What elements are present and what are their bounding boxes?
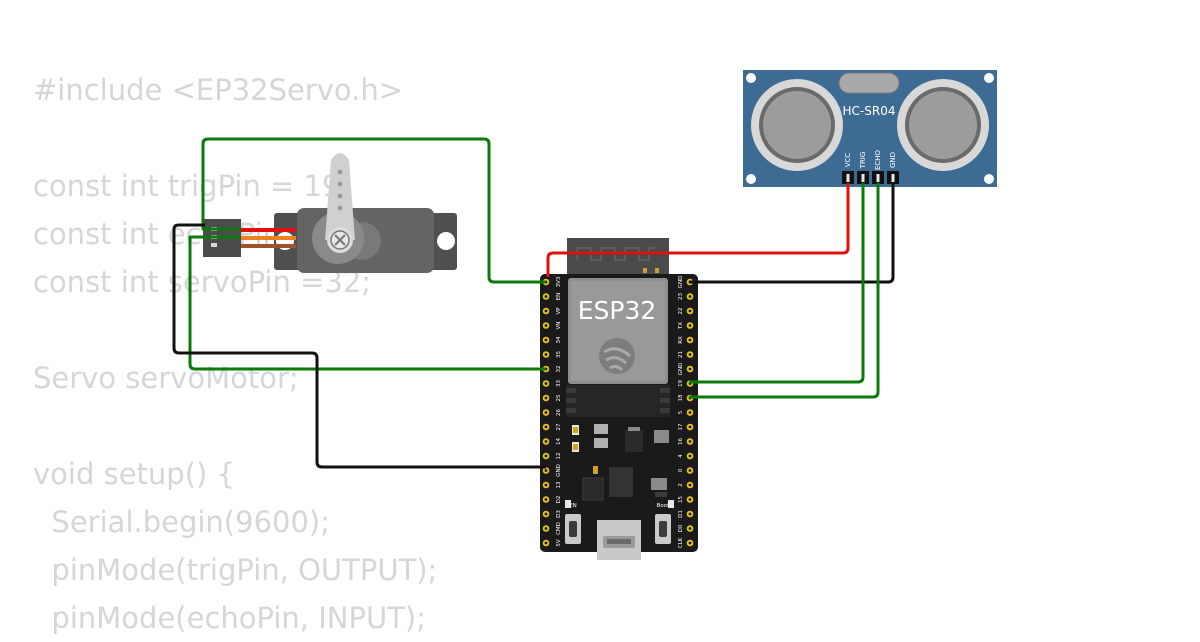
en-label: EN — [569, 503, 577, 509]
code-line: Serial.begin(9600); — [33, 505, 331, 539]
code-line: void setup() { — [33, 457, 235, 491]
code-line: pinMode(trigPin, OUTPUT); — [33, 553, 438, 587]
esp32-board[interactable]: ESP32 — [540, 238, 698, 560]
wire-echo[interactable] — [689, 183, 880, 399]
transmitter-icon — [751, 79, 843, 171]
esp32-pin-label: 13 — [556, 481, 562, 488]
boot-button[interactable] — [655, 514, 671, 544]
sensor-pin-label: GND — [889, 152, 897, 168]
esp32-pin-label: RX — [678, 336, 684, 344]
esp32-pin-label: 17 — [678, 423, 684, 430]
esp32-pin-label: 25 — [556, 394, 562, 401]
wire-trig[interactable] — [689, 183, 865, 384]
usb-connector-icon[interactable] — [597, 520, 641, 560]
esp32-pin-label: 5V — [556, 539, 562, 546]
esp32-pin-label: CLK — [678, 537, 684, 548]
code-editor-text: #include <EP32Servo.h> const int trigPin… — [33, 66, 437, 642]
esp32-pin-label: 5 — [678, 410, 684, 414]
esp32-pin-label: 12 — [556, 453, 562, 460]
esp32-pin-label: 15 — [678, 496, 684, 503]
esp32-pin-label: 32 — [556, 366, 562, 373]
esp32-pin-label: D0 — [678, 524, 684, 532]
sensor-pin-label: VCC — [844, 153, 852, 168]
wire-gnd-sensor[interactable] — [689, 183, 895, 284]
esp32-pin-label: EN — [556, 293, 562, 301]
espressif-logo-icon — [599, 338, 635, 374]
sensor-pin-label: TRIG — [859, 152, 867, 170]
esp32-pin-label: D3 — [556, 510, 562, 518]
sensor-pin-label: ECHO — [874, 149, 882, 170]
code-line: const int servoPin =32; — [33, 265, 372, 299]
esp32-pin-label: 19 — [678, 380, 684, 387]
esp32-pin-label: GND — [556, 464, 562, 477]
code-line: #include <EP32Servo.h> — [33, 73, 404, 107]
esp32-pin-label: 4 — [678, 454, 684, 458]
boot-label: Boot — [657, 503, 671, 509]
esp32-chip-label: ESP32 — [578, 296, 657, 325]
esp32-pin-label: D1 — [678, 510, 684, 518]
esp32-pin-label: VP — [556, 307, 562, 315]
esp32-pin-label: 26 — [556, 409, 562, 416]
esp32-pin-label: 3V3 — [556, 276, 562, 287]
code-line: Servo servoMotor; — [33, 361, 299, 395]
wire-gnd-servo[interactable] — [172, 223, 546, 469]
esp32-pin-label: 14 — [556, 438, 562, 445]
esp32-pin-label: 2 — [678, 483, 684, 487]
esp32-pin-label: 18 — [678, 394, 684, 401]
sensor-crystal — [838, 72, 900, 94]
esp32-pin-label: VN — [556, 322, 562, 330]
esp32-pin-label: 35 — [556, 351, 562, 358]
esp32-pin-label: 33 — [556, 380, 562, 387]
esp32-components — [565, 424, 674, 508]
wires — [172, 137, 895, 469]
esp32-pin-label: 34 — [556, 336, 562, 343]
esp32-pin-label: GND — [678, 363, 684, 376]
en-button[interactable] — [565, 514, 581, 544]
esp32-pin-label: CMD — [556, 522, 562, 535]
servo-motor[interactable] — [203, 153, 457, 273]
esp32-pin-label: 22 — [678, 308, 684, 315]
esp32-pin-label: 27 — [556, 423, 562, 430]
hc-sr04-sensor[interactable]: HC-SR04 VCC TRIG ECHO GND — [743, 70, 997, 187]
wire-vcc-sensor[interactable] — [546, 183, 850, 277]
esp32-pin-label: 23 — [678, 293, 684, 300]
esp32-pin-label: 21 — [678, 351, 684, 358]
esp32-pin-label: 0 — [678, 468, 684, 472]
sensor-pin-header: VCC TRIG ECHO GND — [842, 149, 899, 184]
code-line: pinMode(echoPin, INPUT); — [33, 601, 427, 635]
servo-mount-hole-right — [437, 232, 455, 250]
sensor-model-label: HC-SR04 — [843, 104, 896, 118]
esp32-pin-label: 16 — [678, 438, 684, 445]
wire-pin32-servo-signal[interactable] — [188, 235, 546, 371]
receiver-icon — [897, 79, 989, 171]
wire-3v3-servo[interactable] — [201, 137, 546, 284]
esp32-pin-label: D2 — [556, 496, 562, 504]
esp32-pin-label: TX — [678, 322, 684, 330]
esp32-pin-label: GND — [678, 276, 684, 289]
code-line: const int trigPin = 19; — [33, 169, 351, 203]
